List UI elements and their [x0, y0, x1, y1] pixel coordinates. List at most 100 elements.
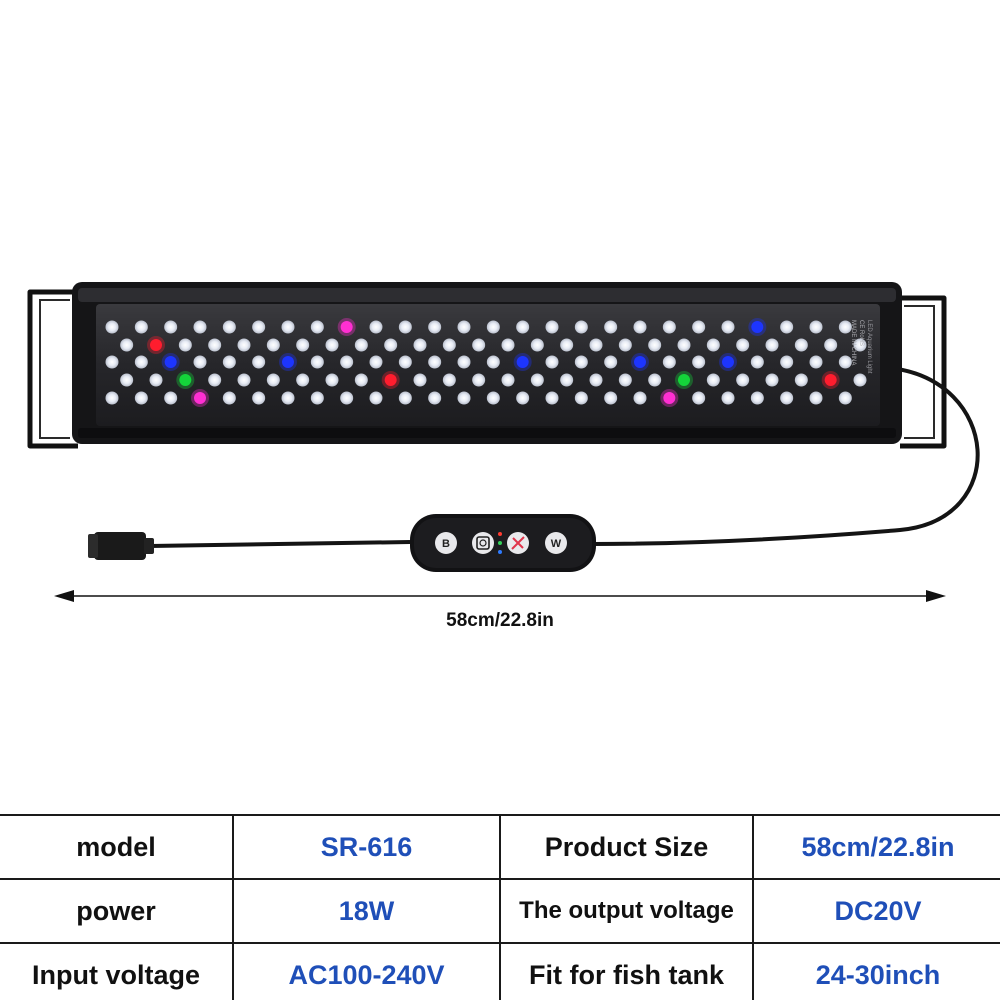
led-white: [809, 320, 823, 334]
led-white: [618, 338, 632, 352]
led-white: [560, 373, 574, 387]
led-white: [589, 373, 603, 387]
led-white: [105, 391, 119, 405]
controller: B W: [410, 514, 596, 572]
led-colored: [678, 374, 690, 386]
led-white: [706, 338, 720, 352]
led-white: [208, 338, 222, 352]
led-white: [838, 391, 852, 405]
led-white: [736, 373, 750, 387]
led-white: [545, 355, 559, 369]
led-white: [222, 355, 236, 369]
led-white: [692, 391, 706, 405]
led-white: [648, 373, 662, 387]
spec-value-product-size: 58cm/22.8in: [752, 814, 1000, 880]
led-white: [838, 320, 852, 334]
fixture-print: LED Aquarium Light: [866, 320, 872, 374]
spec-value-output-voltage: DC20V: [752, 878, 1000, 944]
led-white: [589, 338, 603, 352]
led-white: [501, 338, 515, 352]
led-colored: [663, 392, 676, 404]
aquarium-light-illustration: LED Aquarium Light CE RoHS MADE IN CHINA…: [27, 282, 980, 602]
led-white: [222, 320, 236, 334]
led-white: [369, 320, 383, 334]
led-white: [413, 373, 427, 387]
led-colored: [634, 356, 646, 368]
led-white: [222, 391, 236, 405]
button-b-label: B: [442, 538, 450, 550]
led-colored: [164, 356, 177, 368]
led-white: [794, 338, 808, 352]
dc-plug: [88, 532, 154, 560]
indicator-red: [498, 532, 502, 536]
led-white: [310, 391, 324, 405]
led-white: [310, 320, 324, 334]
led-white: [340, 355, 354, 369]
led-white: [266, 338, 280, 352]
led-white: [457, 391, 471, 405]
led-colored: [194, 392, 206, 404]
led-white: [692, 320, 706, 334]
timer-button[interactable]: [472, 532, 494, 554]
led-white: [574, 355, 588, 369]
left-bracket: [27, 289, 78, 449]
led-colored: [516, 356, 529, 368]
led-white: [486, 355, 500, 369]
led-white: [677, 338, 691, 352]
spec-row-input-voltage: Input voltage AC100-240V Fit for fish ta…: [0, 942, 1000, 1000]
led-white: [794, 373, 808, 387]
button-w[interactable]: [545, 532, 567, 554]
spec-label-output-voltage: The output voltage: [499, 878, 754, 944]
led-grid: [105, 318, 867, 407]
spec-row-model: model SR-616 Product Size 58cm/22.8in: [0, 814, 1000, 880]
led-white: [633, 320, 647, 334]
led-white: [824, 338, 838, 352]
dimension-arrow: [54, 590, 946, 602]
led-colored: [340, 321, 353, 333]
led-white: [765, 338, 779, 352]
led-white: [134, 320, 148, 334]
led-white: [662, 355, 676, 369]
led-white: [648, 338, 662, 352]
led-white: [413, 338, 427, 352]
spec-table: model SR-616 Product Size 58cm/22.8in po…: [0, 814, 1000, 1000]
spec-label-fish-tank: Fit for fish tank: [499, 942, 754, 1000]
led-white: [134, 355, 148, 369]
led-white: [428, 391, 442, 405]
led-white: [252, 391, 266, 405]
led-white: [545, 320, 559, 334]
dc-cable: [149, 540, 411, 548]
led-white: [853, 338, 867, 352]
led-white: [692, 355, 706, 369]
led-white: [501, 373, 515, 387]
led-white: [809, 391, 823, 405]
dimension-label: 58cm/22.8in: [446, 610, 554, 631]
led-white: [428, 320, 442, 334]
mode-icon: [511, 536, 525, 550]
led-white: [618, 373, 632, 387]
led-white: [736, 338, 750, 352]
button-b[interactable]: [435, 532, 457, 554]
led-white: [296, 338, 310, 352]
spec-label-input-voltage: Input voltage: [0, 942, 234, 1000]
led-white: [765, 373, 779, 387]
led-white: [662, 320, 676, 334]
led-white: [120, 338, 134, 352]
led-white: [780, 355, 794, 369]
led-colored: [384, 374, 397, 386]
led-white: [237, 373, 251, 387]
led-white: [530, 373, 544, 387]
led-white: [208, 373, 222, 387]
led-white: [164, 391, 178, 405]
led-white: [398, 391, 412, 405]
indicator-blue: [498, 550, 502, 554]
led-white: [325, 338, 339, 352]
led-white: [354, 338, 368, 352]
led-white: [780, 320, 794, 334]
spec-value-model: SR-616: [232, 814, 501, 880]
led-white: [398, 355, 412, 369]
button-w-label: W: [551, 538, 562, 550]
led-white: [486, 320, 500, 334]
led-colored: [751, 321, 764, 333]
led-white: [574, 391, 588, 405]
